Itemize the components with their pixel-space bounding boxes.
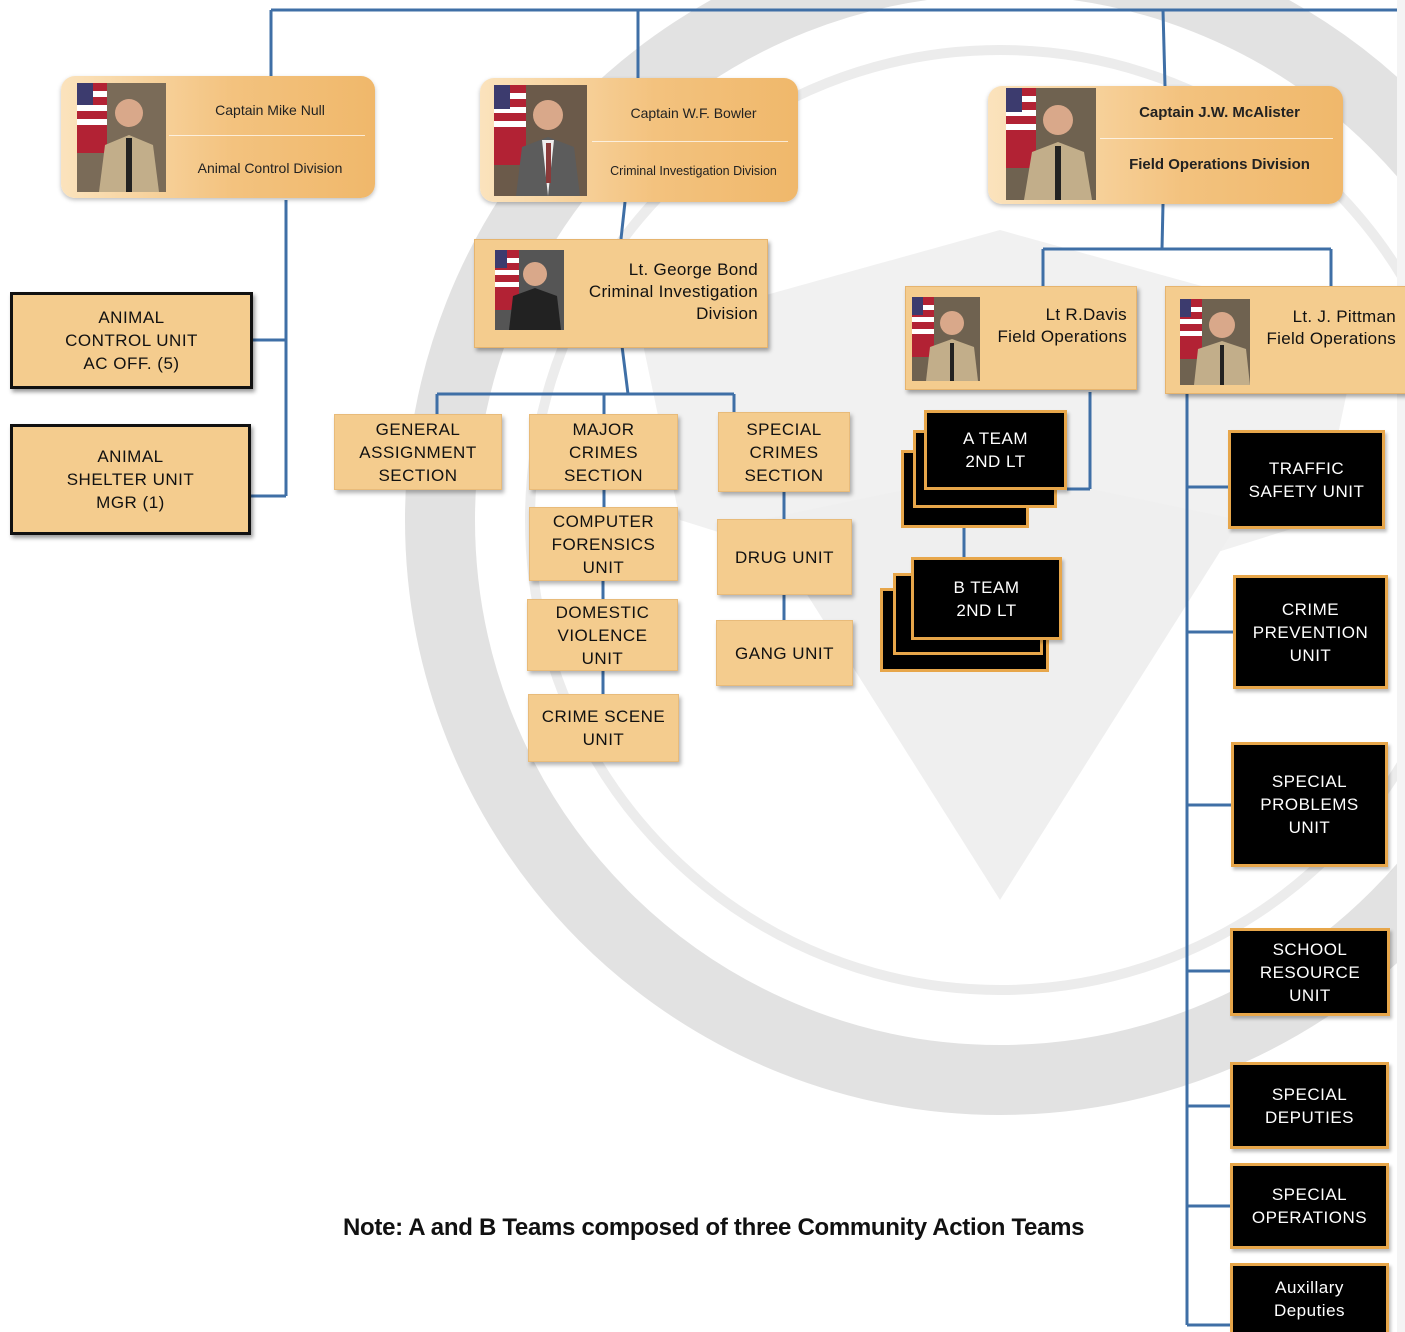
page-edge bbox=[1397, 0, 1405, 1332]
connector-line bbox=[1161, 9, 1167, 87]
lieutenant-label: Lt R.Davis Field Operations bbox=[997, 305, 1127, 346]
connector-line bbox=[619, 201, 627, 240]
b-team-box: B TEAM 2ND LT bbox=[911, 557, 1062, 640]
general-assignment-section-box: GENERAL ASSIGNMENT SECTION bbox=[334, 414, 502, 490]
animal-control-unit-box: ANIMAL CONTROL UNIT AC OFF. (5) bbox=[10, 292, 253, 389]
drug-unit-box: DRUG UNIT bbox=[717, 519, 852, 595]
auxillary-deputies-unit-box: Auxillary Deputies bbox=[1230, 1263, 1389, 1332]
captain-division: Criminal Investigation Division bbox=[610, 164, 777, 178]
suit-photo-icon bbox=[495, 250, 564, 330]
crime-prevention-unit-box: CRIME PREVENTION UNIT bbox=[1233, 575, 1388, 689]
a-team-box: A TEAM 2ND LT bbox=[924, 410, 1067, 490]
animal-shelter-unit-box: ANIMAL SHELTER UNIT MGR (1) bbox=[10, 424, 251, 535]
domestic-violence-unit-box: DOMESTIC VIOLENCE UNIT bbox=[527, 599, 678, 671]
deputy-uniform-photo-icon bbox=[77, 83, 166, 192]
school-resource-unit-box: SCHOOL RESOURCE UNIT bbox=[1230, 928, 1390, 1016]
crime-scene-unit-box: CRIME SCENE UNIT bbox=[528, 694, 679, 762]
captain-division: Field Operations Division bbox=[1129, 156, 1310, 173]
lieutenant-label: Lt. J. Pittman Field Operations bbox=[1266, 307, 1396, 348]
special-problems-unit-box: SPECIAL PROBLEMS UNIT bbox=[1231, 742, 1388, 867]
captain-division: Animal Control Division bbox=[197, 160, 343, 176]
traffic-safety-unit-box: TRAFFIC SAFETY UNIT bbox=[1228, 430, 1385, 529]
deputy-uniform-photo-icon bbox=[1006, 88, 1096, 200]
captain-name: Captain W.F. Bowler bbox=[630, 105, 757, 121]
special-operations-unit-box: SPECIAL OPERATIONS bbox=[1230, 1163, 1389, 1249]
lieutenant-label: Lt. George Bond Criminal Investigation D… bbox=[588, 260, 758, 323]
lt-card-bond: Lt. George Bond Criminal Investigation D… bbox=[474, 239, 768, 348]
deputy-uniform-photo-icon bbox=[1180, 299, 1250, 385]
connector-line bbox=[1160, 203, 1165, 250]
major-crimes-section-box: MAJOR CRIMES SECTION bbox=[529, 414, 678, 490]
deputy-uniform-photo-icon bbox=[912, 297, 980, 381]
suit-photo-icon bbox=[494, 85, 587, 196]
special-crimes-section-box: SPECIAL CRIMES SECTION bbox=[718, 412, 850, 492]
lt-card-pittman: Lt. J. Pittman Field Operations bbox=[1165, 286, 1405, 394]
captain-name: Captain Mike Null bbox=[215, 102, 325, 118]
footnote: Note: A and B Teams composed of three Co… bbox=[343, 1214, 1085, 1241]
captain-card-null: Captain Mike Null Animal Control Divisio… bbox=[61, 76, 375, 198]
gang-unit-box: GANG UNIT bbox=[716, 620, 853, 686]
captain-card-bowler: Captain W.F. Bowler Criminal Investigati… bbox=[480, 78, 798, 202]
connector-line bbox=[620, 345, 630, 395]
captain-card-mcalister: Captain J.W. McAlister Field Operations … bbox=[988, 86, 1343, 204]
special-deputies-unit-box: SPECIAL DEPUTIES bbox=[1230, 1062, 1389, 1149]
computer-forensics-unit-box: COMPUTER FORENSICS UNIT bbox=[529, 507, 678, 581]
captain-name: Captain J.W. McAlister bbox=[1139, 104, 1300, 121]
lt-card-davis: Lt R.Davis Field Operations bbox=[905, 286, 1137, 390]
